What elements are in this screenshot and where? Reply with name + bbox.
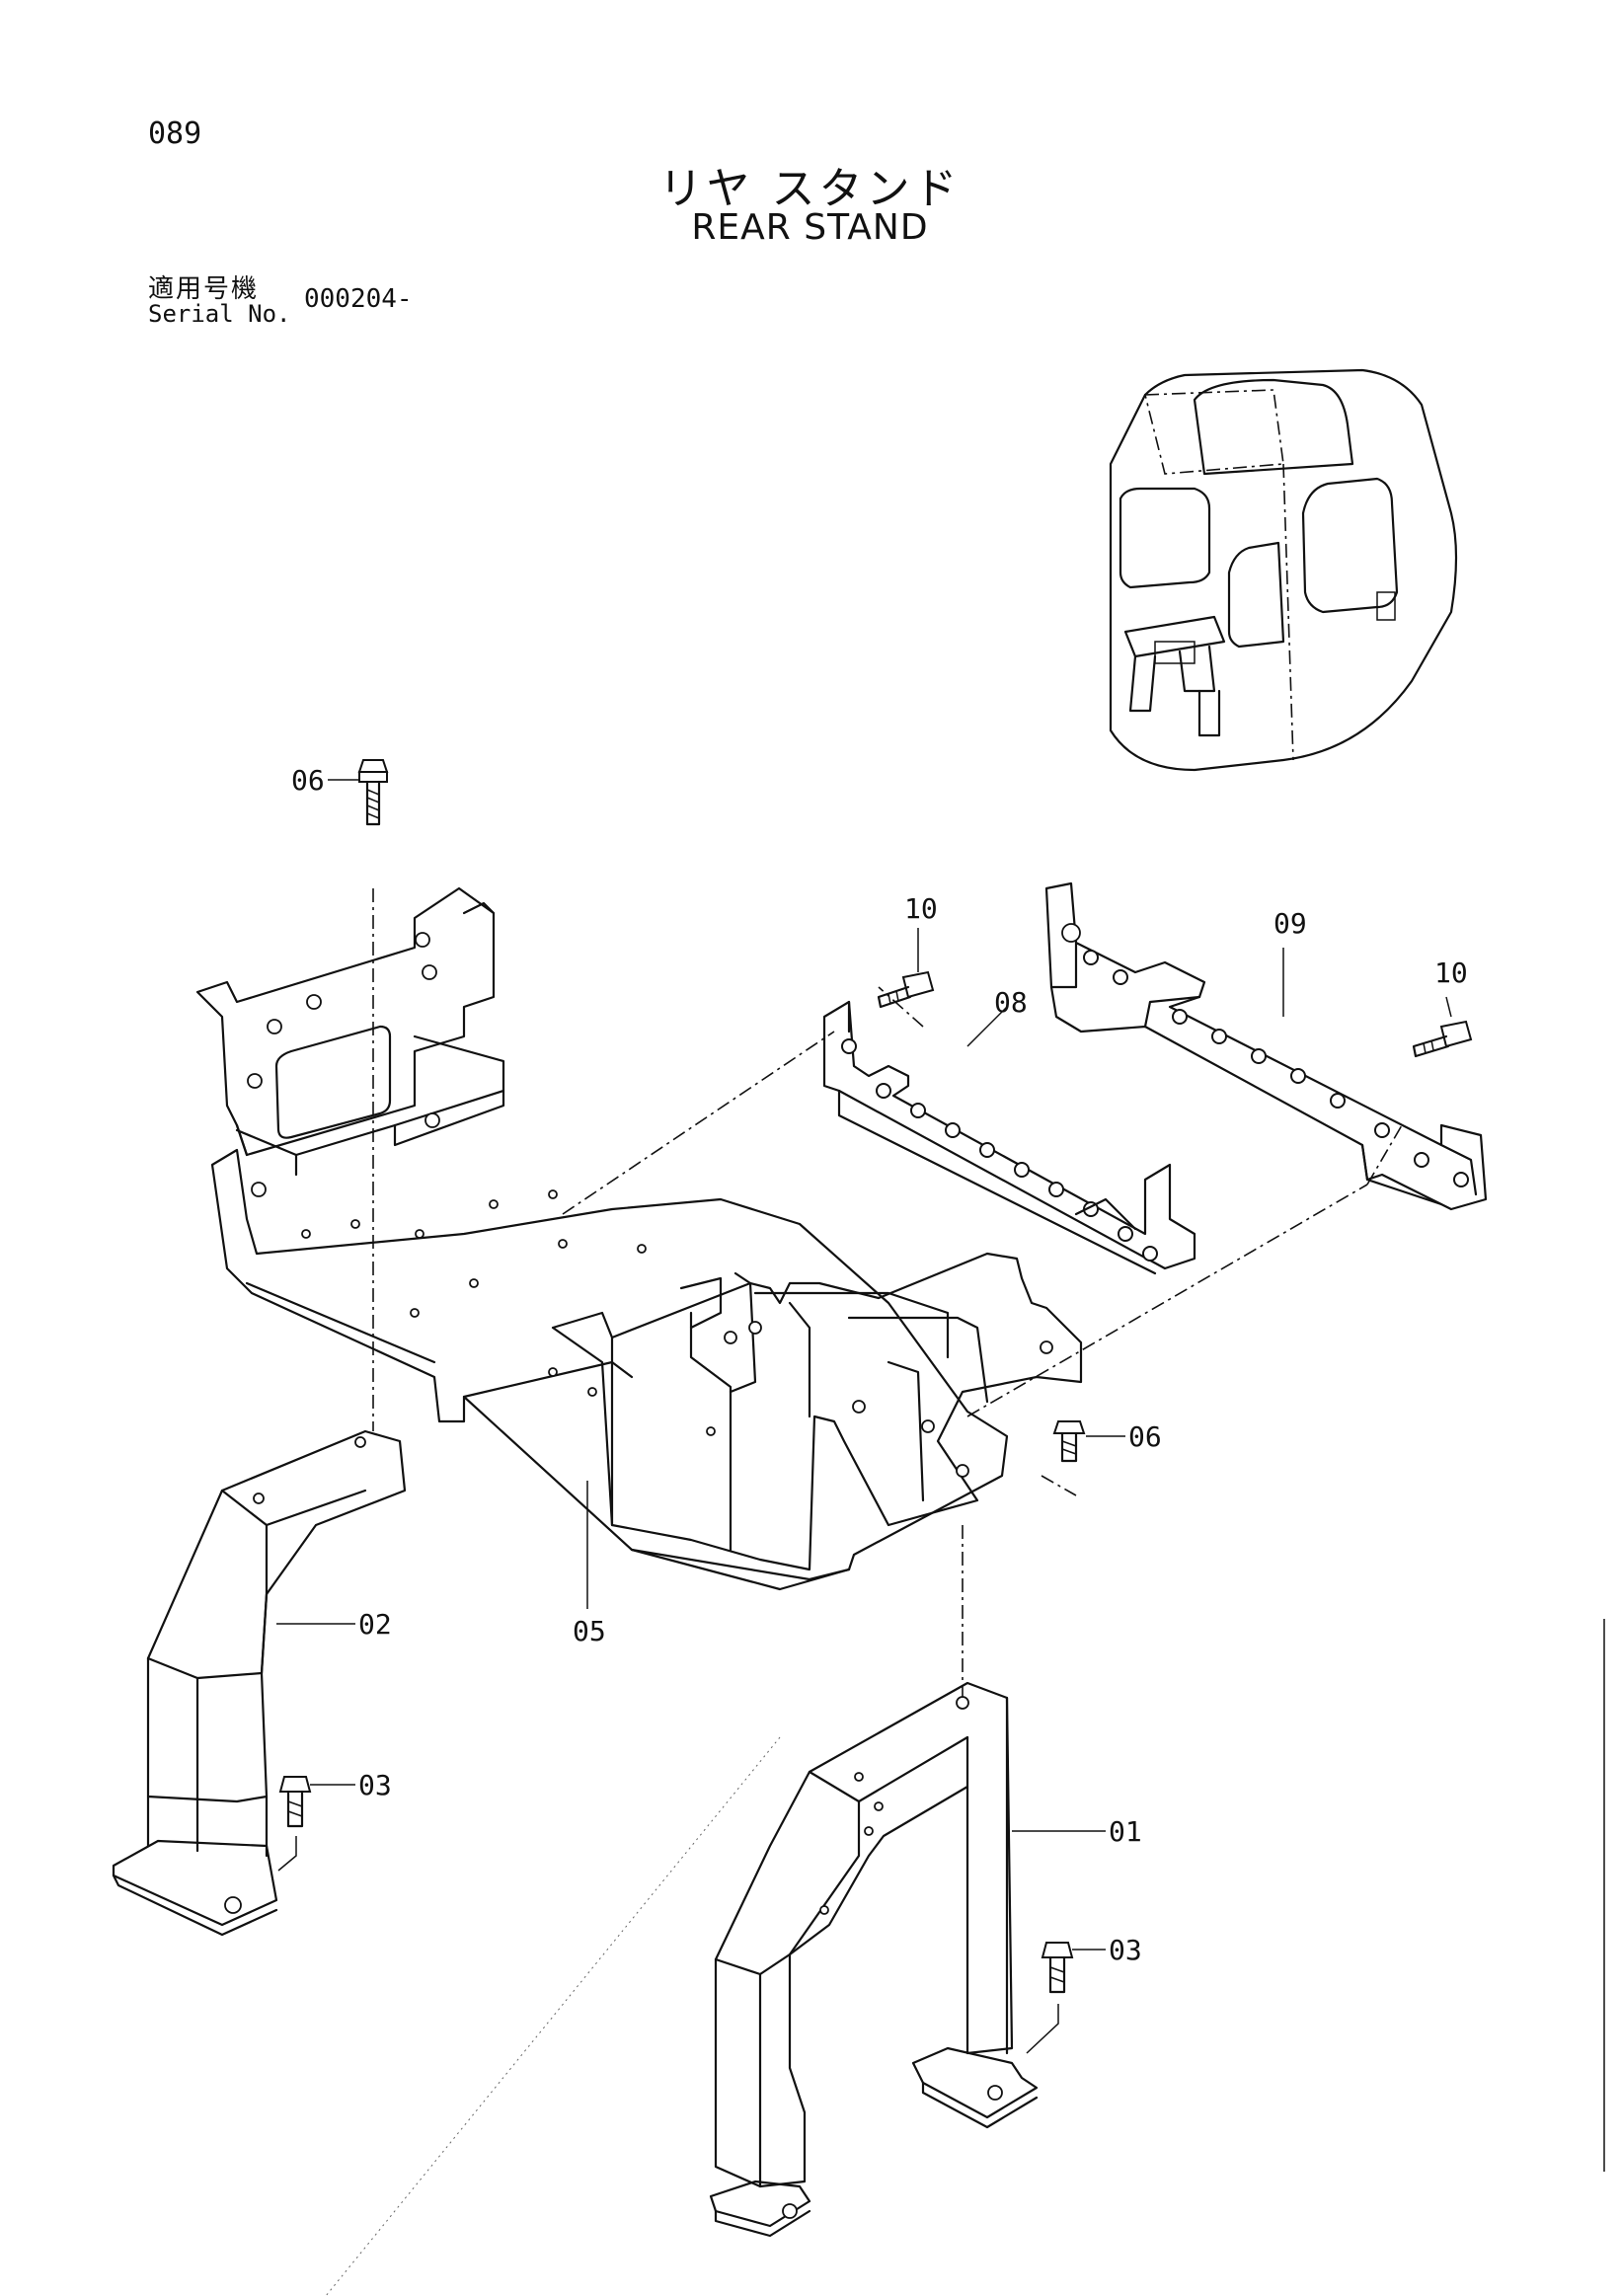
leg-left-02 bbox=[112, 1429, 407, 1937]
serial-label-english: Serial No. bbox=[148, 300, 291, 328]
stand-base-frame bbox=[195, 886, 1083, 1591]
serial-number-value: 000204- bbox=[304, 284, 413, 314]
title-japanese: リヤ スタンド bbox=[658, 164, 962, 214]
callout-03-left: 03 bbox=[358, 1769, 392, 1801]
bracket-09 bbox=[1044, 881, 1488, 1211]
bolt-06-right bbox=[1052, 1420, 1086, 1463]
callout-labels: 06 10 08 09 10 06 02 05 03 01 03 bbox=[291, 764, 1468, 1966]
callout-02: 02 bbox=[358, 1608, 392, 1641]
leader-lines bbox=[276, 779, 1452, 1951]
callout-06-right: 06 bbox=[1128, 1420, 1162, 1453]
bracket-08 bbox=[822, 1000, 1196, 1275]
assembly-guide-lines bbox=[325, 888, 1403, 2296]
page-number: 089 bbox=[148, 116, 202, 151]
cab-inset-drawing bbox=[1109, 368, 1458, 772]
callout-10-left: 10 bbox=[904, 892, 938, 925]
title-english: REAR STAND bbox=[691, 207, 929, 248]
callout-05: 05 bbox=[573, 1615, 606, 1647]
leg-right-01 bbox=[709, 1681, 1039, 2238]
callout-01: 01 bbox=[1109, 1815, 1142, 1848]
callout-08: 08 bbox=[994, 986, 1028, 1019]
callout-10-right: 10 bbox=[1434, 957, 1468, 989]
bolt-03-left bbox=[277, 1776, 312, 1872]
callout-03-right: 03 bbox=[1109, 1934, 1142, 1966]
serial-label-japanese: 適用号機 bbox=[148, 274, 260, 304]
bolt-10-right bbox=[1412, 1020, 1473, 1058]
callout-06-upper: 06 bbox=[291, 764, 325, 797]
bolt-06-upper bbox=[357, 759, 389, 826]
callout-09: 09 bbox=[1273, 907, 1307, 940]
bolt-03-right bbox=[1026, 1942, 1074, 2054]
bolt-10-left bbox=[877, 970, 935, 1009]
